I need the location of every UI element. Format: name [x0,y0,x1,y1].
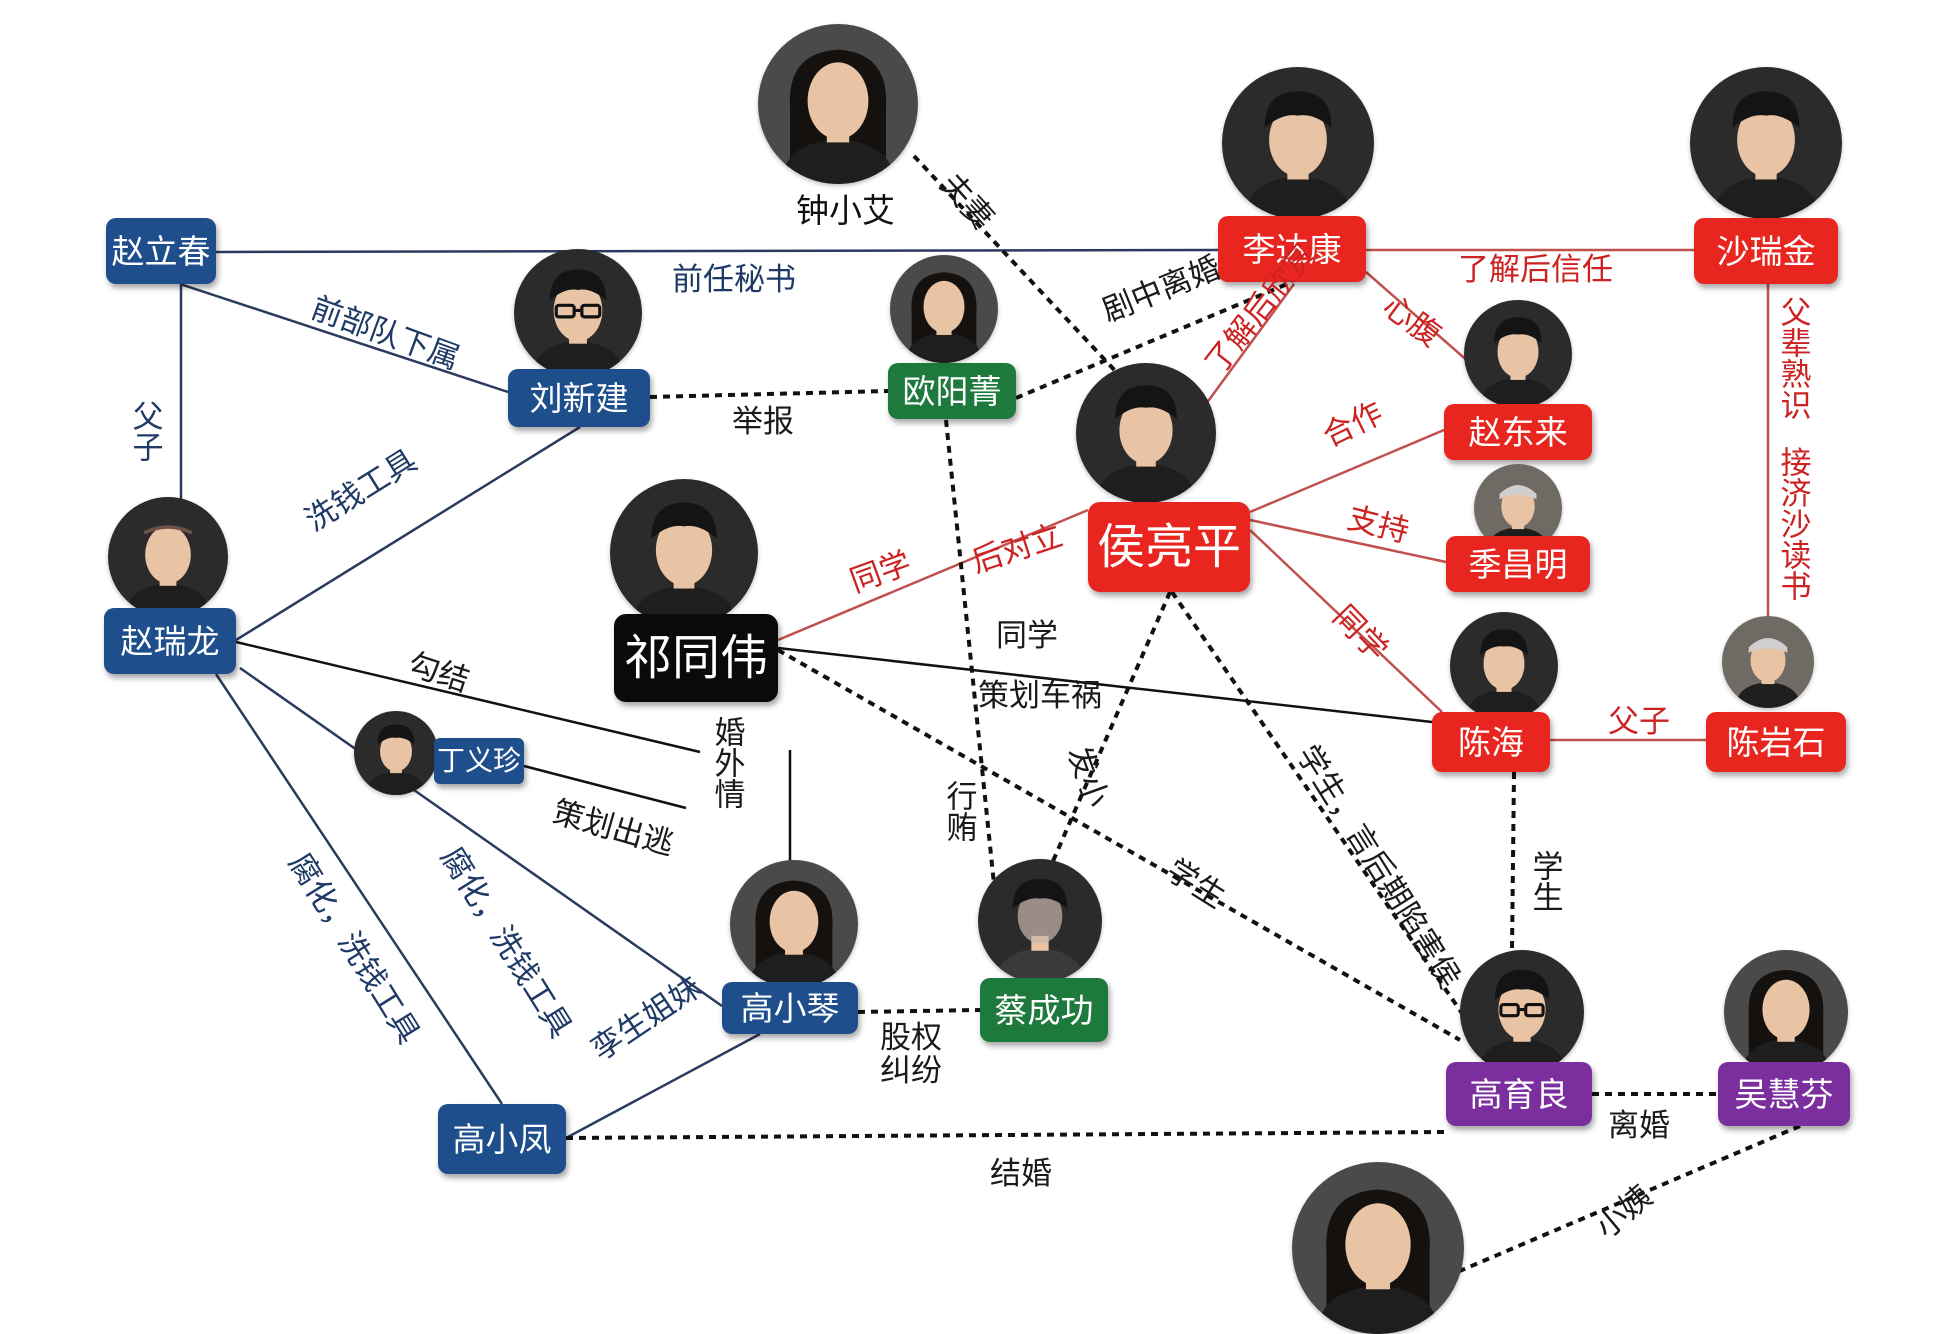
relation-line-r-xuesheng-chen-gao [1510,771,1516,951]
relation-label-r-tongxue-qi-hou: 同学 [845,544,916,600]
avatar-chen-hai [1450,612,1558,720]
relation-label-r-faxiao: 发小 [1060,741,1116,812]
person-node-wu-huifen[interactable]: 吴慧芬 [1718,1062,1850,1126]
person-node-qi-tongwei[interactable]: 祁同伟 [614,614,778,702]
relation-label-r-hezuo: 合作 [1317,395,1389,455]
person-node-zhao-ruilong[interactable]: 赵瑞龙 [104,608,236,674]
person-node-chen-yanshi[interactable]: 陈岩石 [1706,712,1846,772]
person-node-zhao-lichun[interactable]: 赵立春 [106,218,216,284]
avatar-gao-xiaoqin [730,860,858,988]
avatar-bottom-woman [1292,1162,1464,1334]
relation-label-r-fuhua-xiqian-1: 腐化，洗钱工具 [281,846,427,1051]
relation-label-r-xinghui: 行贿 [940,780,977,842]
avatar-zhao-donglai [1464,300,1572,408]
relation-label-r-zhichi: 支持 [1343,500,1413,550]
person-node-ding-yizhen[interactable]: 丁义珍 [434,738,524,784]
relation-label-r-xiaoyi: 小姨 [1588,1178,1660,1247]
relation-label-r-juzhong-lihun: 剧中离婚 [1097,249,1226,330]
avatar-hou-liangping [1076,363,1216,503]
relation-label-r-guquan: 股权 纠纷 [880,1020,942,1089]
person-node-ouyang-jing[interactable]: 欧阳菁 [888,363,1016,419]
avatar-cai-chenggong [978,859,1102,983]
person-node-gao-xiaoqin[interactable]: 高小琴 [722,982,858,1034]
avatar-qi-tongwei [610,479,758,627]
relation-label-r-tongxue-qi-chen: 同学 [996,618,1058,654]
relation-label-r-xuesheng-hou-gao: 学生，言后期陷害侯 [1289,738,1468,995]
relation-label-r-fuzi-zhao: 父子 [126,400,163,462]
relation-label-r-houduili: 后对立 [967,517,1067,581]
person-name-zhong-xiaoai: 钟小艾 [796,191,895,230]
relation-line-r-goujie [235,640,701,754]
relation-line-r-juzhong-lihun [1015,280,1293,400]
person-node-gao-yuliang[interactable]: 高育良 [1446,1062,1592,1126]
avatar-zhao-ruilong [108,497,228,617]
relation-label-r-xinfu: 心腹 [1376,288,1448,354]
diagram-nodes: 赵立春 刘新建 赵瑞龙 丁义珍 [104,24,1850,1334]
relationship-diagram: 赵立春 刘新建 赵瑞龙 丁义珍 [104,24,1850,1334]
avatar-chen-yanshi [1722,616,1814,708]
person-node-gao-xiaofeng[interactable]: 高小凤 [438,1104,566,1174]
person-node-chen-hai[interactable]: 陈海 [1432,712,1550,772]
avatar-gao-yuliang [1460,950,1584,1074]
relation-line-r-tongxue-hou-chenhai [1249,529,1443,713]
relation-line-r-zhichi [1249,518,1447,564]
relation-label-r-fuqi: 夫妻 [932,166,1001,237]
avatar-ding-yizhen [354,711,438,795]
relation-line-r-tongxue-qi-chen [777,646,1433,724]
relation-label-r-lihun: 离婚 [1608,1108,1670,1144]
relationship-lines [179,154,1801,1278]
avatar-liu-xinjian [514,249,642,377]
relation-label-r-cehua-chutao: 策划出逃 [548,794,678,863]
relation-label-r-qian-budui: 前部队下属 [306,290,465,377]
relation-line-r-jubao [649,389,889,399]
relation-label-r-luansheng: 孪生姐妹 [584,969,708,1069]
avatar-wu-huifen [1724,950,1848,1074]
relation-label-r-fubei-shushi: 父辈熟识 [1774,296,1811,420]
person-node-sha-ruijin[interactable]: 沙瑞金 [1694,218,1838,284]
relation-label-r-fuzi-chen: 父子 [1608,704,1670,740]
relation-label-r-jiehun: 结婚 [990,1156,1052,1192]
person-node-zhao-donglai[interactable]: 赵东来 [1444,404,1592,460]
relation-line-r-jiehun [565,1130,1447,1140]
relation-line-r-faxiao [1048,591,1172,869]
relation-label-r-hunwaiqing: 婚外情 [708,716,745,809]
person-node-ji-changming[interactable]: 季昌明 [1446,536,1590,592]
relation-line-r-hezuo [1249,428,1445,514]
relation-label-r-fuhua-xiqian-2: 腐化，洗钱工具 [433,840,579,1045]
avatar-li-dakang [1222,67,1374,219]
relation-line-r-cehua-chutao [523,764,687,810]
person-node-hou-liangping[interactable]: 侯亮平 [1088,502,1250,592]
relation-line-r-luansheng [565,1032,761,1140]
relation-line-r-qianren-mishu [215,248,1219,254]
relation-label-r-tongxue-hou-chenhai: 同学 [1325,598,1395,669]
relation-label-r-xuesheng-qi-gao: 学生 [1159,852,1232,916]
relation-line-r-xinfu [1365,271,1479,371]
relation-label-r-jubao: 举报 [732,404,794,440]
relation-label-r-qianren-mishu: 前任秘书 [672,262,796,298]
person-node-li-dakang[interactable]: 李达康 [1218,216,1366,282]
avatar-zhong-xiaoai [758,24,918,184]
relation-line-r-liaojie-xinshang [1204,283,1296,405]
relation-line-r-tongxue-qi-hou [777,508,1089,642]
relation-line-r-fuhua-xiqian-2 [239,666,723,1008]
person-node-cai-chenggong[interactable]: 蔡成功 [980,978,1108,1042]
relation-label-r-jieji-shadu: 接济沙读书 [1774,446,1811,601]
relation-line-r-xiaoyi [1447,1124,1801,1278]
relation-line-r-xuesheng-hou-gao [1170,590,1470,1024]
relation-label-r-liaojie-xinren: 了解后信任 [1458,252,1613,288]
relation-label-r-xuesheng-chen-gao: 学生 [1526,850,1563,912]
relation-line-r-xuesheng-qi-gao [777,648,1461,1042]
avatar-ouyang-jing [890,255,998,363]
relation-line-r-fuqi [912,154,1122,378]
relation-label-r-goujie: 勾结 [403,646,474,700]
relation-line-r-xiqian-liu [235,425,581,642]
relation-line-r-qian-budui [179,282,509,394]
relation-label-r-xiqian-liu: 洗钱工具 [298,442,424,539]
relation-line-r-fuhua-xiqian-1 [214,673,504,1105]
avatar-sha-ruijin [1690,67,1842,219]
relation-label-r-cehua-chehuo: 策划车祸 [978,678,1102,714]
person-node-liu-xinjian[interactable]: 刘新建 [508,369,650,427]
